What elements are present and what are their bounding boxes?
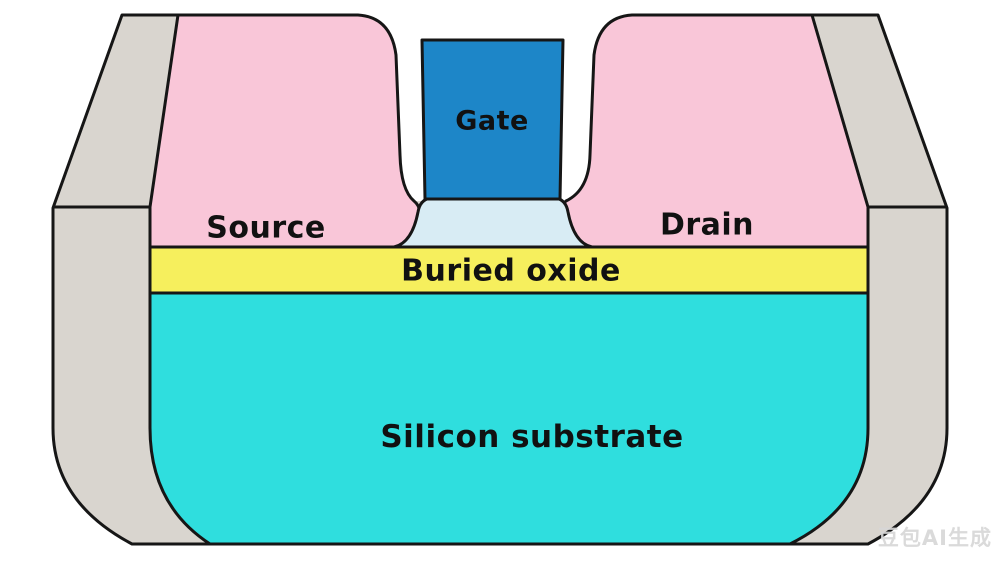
gate-region xyxy=(420,38,565,201)
gate-label: Gate xyxy=(455,106,529,137)
source-label: Source xyxy=(206,211,326,246)
substrate-label: Silicon substrate xyxy=(380,419,683,455)
substrate-region xyxy=(148,291,870,546)
drain-label: Drain xyxy=(660,208,754,243)
channel-region xyxy=(392,196,594,249)
buried-oxide-region xyxy=(148,245,870,295)
buried-oxide-label: Buried oxide xyxy=(401,254,621,289)
ai-watermark: 豆包AI生成 xyxy=(878,526,992,550)
